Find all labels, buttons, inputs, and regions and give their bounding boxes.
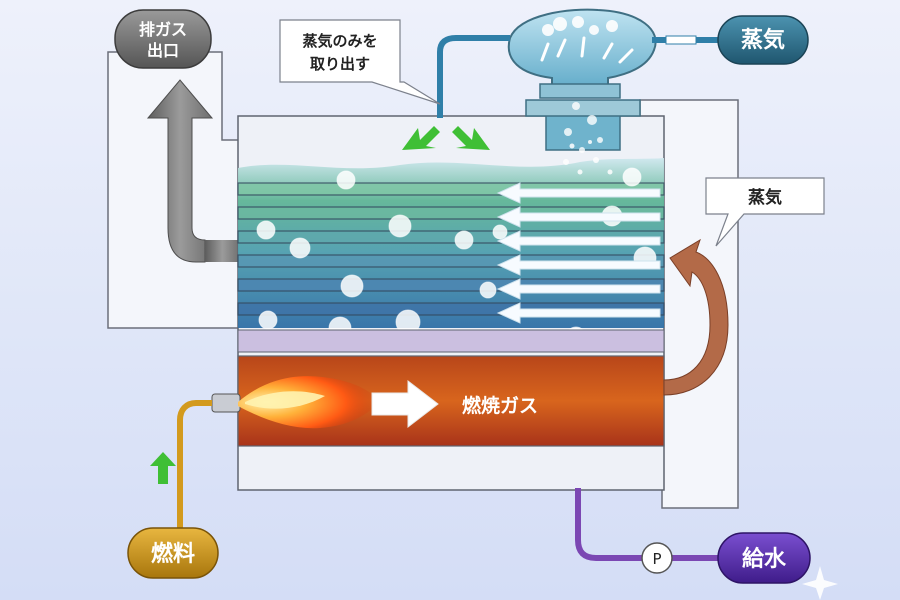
steam-only-line2: 取り出す	[310, 55, 370, 73]
combustion-flow-arrow	[371, 379, 439, 429]
steam-pipe	[437, 35, 510, 118]
exhaust-outlet-line1: 排ガス	[139, 20, 187, 39]
return-arrow	[663, 238, 729, 396]
feed-water-pipe	[575, 488, 722, 561]
steam-only-callout: 蒸気のみを 取り出す	[279, 19, 441, 105]
burner-nozzle	[211, 393, 241, 413]
steam-particles	[563, 140, 613, 175]
fuel-pipe	[177, 400, 212, 532]
feed-water-label: 給水	[742, 546, 787, 572]
fuel-pill: 燃料	[127, 527, 219, 579]
steam-puffs	[542, 16, 618, 36]
steam-side-callout: 蒸気	[705, 177, 825, 247]
exhaust-arrow	[146, 79, 214, 263]
pump-icon	[641, 542, 673, 574]
steam-only-line1: 蒸気のみを	[302, 32, 377, 50]
fuel-label: 燃料	[151, 541, 195, 567]
steam-side-label: 蒸気	[748, 187, 782, 208]
feed-water-pill: 給水	[717, 532, 811, 584]
exhaust-outlet-pill: 排ガス 出口	[114, 9, 212, 69]
flow-arrows	[496, 182, 661, 324]
pump-label: P	[652, 550, 661, 568]
green-up-arrows	[150, 126, 490, 484]
combustion-gas-label: 燃焼ガス	[462, 394, 538, 417]
separator-plate	[237, 329, 665, 353]
steam-out-label: 蒸気	[741, 27, 785, 53]
sparkle-icon	[802, 566, 838, 600]
exhaust-outlet-line2: 出口	[147, 41, 179, 60]
dome-arrows	[540, 36, 634, 64]
steam-out-pill: 蒸気	[717, 15, 809, 65]
